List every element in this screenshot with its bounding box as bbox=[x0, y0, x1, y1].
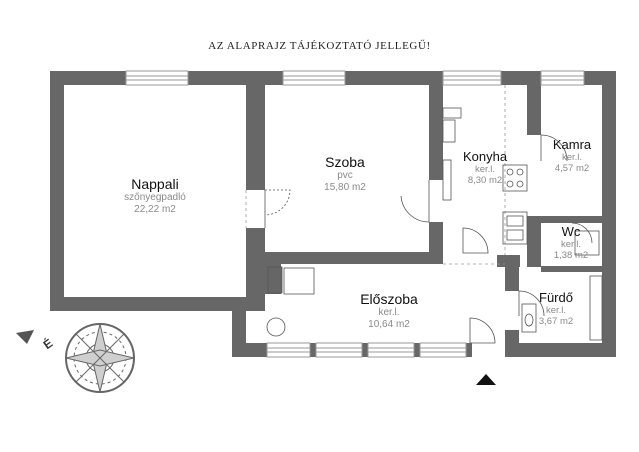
room-name: Előszoba bbox=[360, 291, 418, 307]
room-name: Konyha bbox=[462, 149, 508, 164]
room-name: Fürdő bbox=[539, 290, 573, 305]
room-floor: ker.l. bbox=[561, 151, 583, 163]
disclaimer-text: AZ ALAPRAJZ TÁJÉKOZTATÓ JELLEGŰ! bbox=[208, 40, 431, 52]
room-konyha: Konyha ker.l. 8,30 m2 bbox=[462, 149, 508, 187]
room-area: 4,57 m2 bbox=[554, 162, 590, 174]
room-area: 3,67 m2 bbox=[538, 315, 574, 327]
room-name: Szoba bbox=[325, 154, 365, 170]
room-eloszoba: Előszoba ker.l. 10,64 m2 bbox=[360, 291, 418, 330]
room-floor: ker.l. bbox=[378, 307, 400, 319]
entrance-arrow bbox=[476, 374, 496, 385]
room-area: 22,22 m2 bbox=[134, 203, 176, 215]
room-name: Kamra bbox=[552, 137, 592, 152]
room-kamra: Kamra ker.l. 4,57 m2 bbox=[552, 137, 592, 175]
room-area: 15,80 m2 bbox=[324, 181, 366, 193]
fixtures bbox=[266, 107, 603, 341]
room-name: Nappali bbox=[131, 176, 179, 192]
room-floor: szőnyegpadló bbox=[124, 192, 186, 204]
room-area: 1,38 m2 bbox=[553, 249, 589, 261]
dashed-lines bbox=[245, 85, 506, 265]
door-swings bbox=[264, 134, 593, 344]
compass-rose bbox=[16, 323, 135, 393]
room-furdo: Fürdő ker.l. 3,67 m2 bbox=[538, 290, 574, 328]
room-area: 10,64 m2 bbox=[368, 318, 410, 330]
room-floor: ker.l. bbox=[474, 163, 496, 175]
room-name: Wc bbox=[561, 224, 581, 239]
room-floor: pvc bbox=[337, 170, 353, 182]
room-wc: Wc ker.l. 1,38 m2 bbox=[553, 224, 589, 262]
room-floor: ker.l. bbox=[560, 238, 582, 250]
windows bbox=[125, 70, 585, 358]
room-nappali: Nappali szőnyegpadló 22,22 m2 bbox=[124, 176, 186, 215]
room-szoba: Szoba pvc 15,80 m2 bbox=[324, 154, 366, 193]
room-area: 8,30 m2 bbox=[467, 174, 503, 186]
room-floor: ker.l. bbox=[545, 304, 567, 316]
walls bbox=[50, 71, 616, 357]
